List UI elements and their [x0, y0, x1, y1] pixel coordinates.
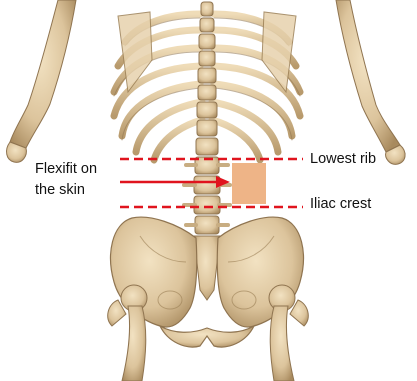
iliac-crest-label: Iliac crest — [310, 195, 371, 214]
skin-sensor-patch — [232, 163, 266, 204]
flexifit-label-line1: Flexifit on — [35, 160, 97, 179]
flexifit-label-line2: the skin — [35, 181, 85, 200]
lowest-rib-label: Lowest rib — [310, 150, 376, 169]
